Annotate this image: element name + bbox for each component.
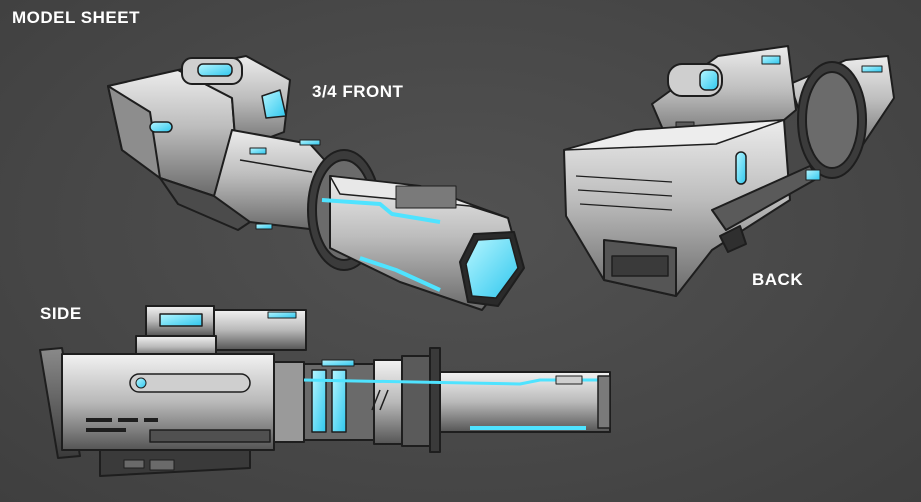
front-view-weapon xyxy=(107,55,525,311)
sheet-title: MODEL SHEET xyxy=(12,8,140,27)
view-label-side: SIDE xyxy=(40,304,82,323)
side-view-weapon xyxy=(39,305,611,477)
view-label-back: BACK xyxy=(752,270,804,289)
view-label-front: 3/4 FRONT xyxy=(312,82,404,101)
back-view-weapon xyxy=(563,45,895,297)
